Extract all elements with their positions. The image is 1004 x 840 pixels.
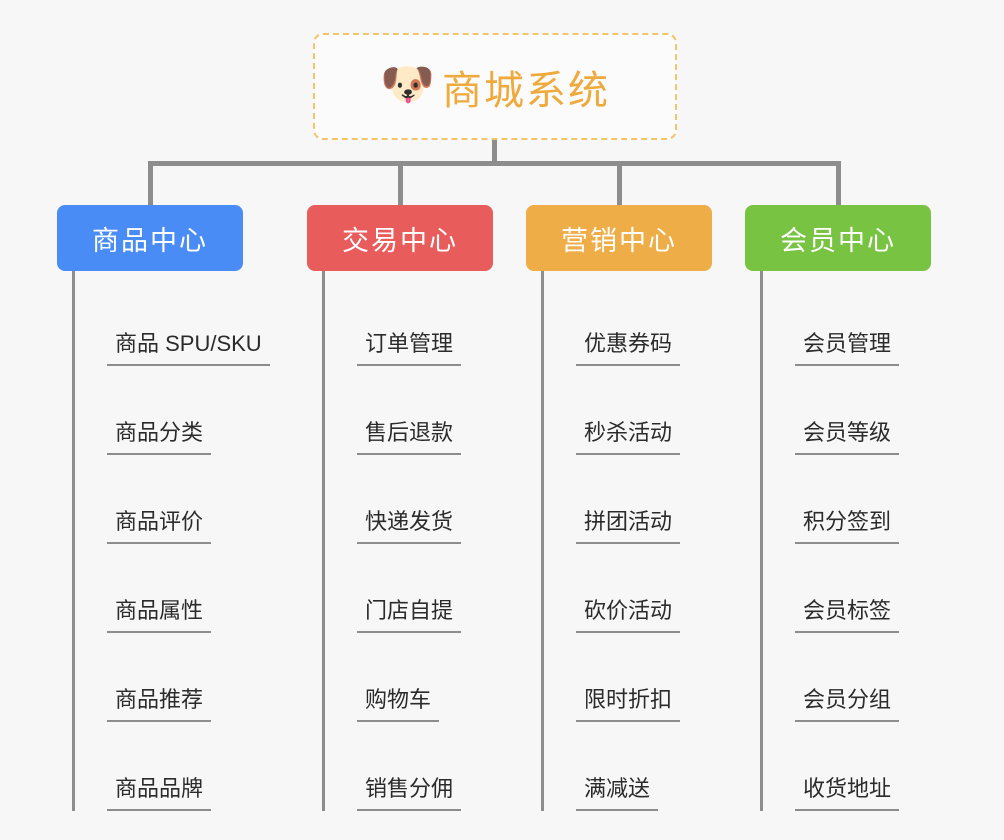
root-stem-connector xyxy=(492,140,497,165)
leaf-list-product-center: 商品 SPU/SKU 商品分类 商品评价 商品属性 商品推荐 商品品牌 xyxy=(72,271,270,811)
leaf-item[interactable]: 优惠券码 xyxy=(544,277,712,366)
branch-header-label: 会员中心 xyxy=(780,225,896,256)
leaf-label: 满减送 xyxy=(576,771,659,811)
leaf-item[interactable]: 售后退款 xyxy=(325,366,493,455)
branch-header-product-center[interactable]: 商品中心 xyxy=(57,205,243,271)
leaf-label: 商品属性 xyxy=(107,593,212,633)
leaf-item[interactable]: 限时折扣 xyxy=(544,633,712,722)
leaf-list-marketing-center: 优惠券码 秒杀活动 拼团活动 砍价活动 限时折扣 满减送 xyxy=(541,271,712,811)
leaf-label: 会员分组 xyxy=(795,682,900,722)
leaf-item[interactable]: 满减送 xyxy=(544,722,712,811)
leaf-item[interactable]: 门店自提 xyxy=(325,544,493,633)
leaf-item[interactable]: 商品 SPU/SKU xyxy=(75,277,270,366)
leaf-item[interactable]: 拼团活动 xyxy=(544,455,712,544)
drop-connector-2 xyxy=(398,161,403,206)
leaf-label: 门店自提 xyxy=(357,593,462,633)
branch-header-marketing-center[interactable]: 营销中心 xyxy=(526,205,712,271)
leaf-label: 订单管理 xyxy=(357,326,462,366)
drop-connector-4 xyxy=(836,161,841,206)
leaf-list-trade-center: 订单管理 售后退款 快递发货 门店自提 购物车 销售分佣 xyxy=(322,271,493,811)
branch-member-center: 会员中心 会员管理 会员等级 积分签到 会员标签 会员分组 收货地址 xyxy=(745,205,931,811)
leaf-label: 会员管理 xyxy=(795,326,900,366)
branch-header-trade-center[interactable]: 交易中心 xyxy=(307,205,493,271)
leaf-item[interactable]: 商品属性 xyxy=(75,544,243,633)
leaf-label: 限时折扣 xyxy=(576,682,681,722)
branch-marketing-center: 营销中心 优惠券码 秒杀活动 拼团活动 砍价活动 限时折扣 满减送 xyxy=(526,205,712,811)
leaf-label: 秒杀活动 xyxy=(576,415,681,455)
branch-header-label: 营销中心 xyxy=(561,225,677,256)
leaf-label: 快递发货 xyxy=(357,504,462,544)
leaf-label: 积分签到 xyxy=(795,504,900,544)
drop-connector-3 xyxy=(617,161,622,206)
branch-trade-center: 交易中心 订单管理 售后退款 快递发货 门店自提 购物车 销售分佣 xyxy=(307,205,493,811)
leaf-label: 销售分佣 xyxy=(357,771,462,811)
leaf-item[interactable]: 积分签到 xyxy=(763,455,931,544)
leaf-item[interactable]: 销售分佣 xyxy=(325,722,493,811)
leaf-item[interactable]: 会员标签 xyxy=(763,544,931,633)
horizontal-bus-connector xyxy=(148,161,838,166)
dog-face-icon: 🐶 xyxy=(380,59,435,109)
leaf-label: 商品 SPU/SKU xyxy=(107,326,270,366)
leaf-item[interactable]: 商品分类 xyxy=(75,366,243,455)
leaf-label: 售后退款 xyxy=(357,415,462,455)
leaf-item[interactable]: 秒杀活动 xyxy=(544,366,712,455)
leaf-item[interactable]: 订单管理 xyxy=(325,277,493,366)
leaf-item[interactable]: 商品推荐 xyxy=(75,633,243,722)
leaf-label: 拼团活动 xyxy=(576,504,681,544)
leaf-label: 优惠券码 xyxy=(576,326,681,366)
leaf-item[interactable]: 会员管理 xyxy=(763,277,931,366)
leaf-item[interactable]: 快递发货 xyxy=(325,455,493,544)
leaf-item[interactable]: 收货地址 xyxy=(763,722,931,811)
leaf-item[interactable]: 商品评价 xyxy=(75,455,243,544)
root-node[interactable]: 🐶 商城系统 xyxy=(313,33,677,140)
branch-header-label: 交易中心 xyxy=(342,225,458,256)
leaf-label: 砍价活动 xyxy=(576,593,681,633)
branch-header-member-center[interactable]: 会员中心 xyxy=(745,205,931,271)
branch-product-center: 商品中心 商品 SPU/SKU 商品分类 商品评价 商品属性 商品推荐 商品品牌 xyxy=(57,205,270,811)
leaf-label: 商品品牌 xyxy=(107,771,212,811)
leaf-item[interactable]: 会员等级 xyxy=(763,366,931,455)
leaf-item[interactable]: 会员分组 xyxy=(763,633,931,722)
leaf-label: 商品评价 xyxy=(107,504,212,544)
leaf-item[interactable]: 砍价活动 xyxy=(544,544,712,633)
leaf-item[interactable]: 购物车 xyxy=(325,633,493,722)
root-title: 商城系统 xyxy=(442,68,610,113)
leaf-label: 会员等级 xyxy=(795,415,900,455)
leaf-label: 购物车 xyxy=(357,682,440,722)
leaf-label: 收货地址 xyxy=(795,771,900,811)
branch-header-label: 商品中心 xyxy=(92,225,208,256)
drop-connector-1 xyxy=(148,161,153,206)
leaf-item[interactable]: 商品品牌 xyxy=(75,722,243,811)
leaf-list-member-center: 会员管理 会员等级 积分签到 会员标签 会员分组 收货地址 xyxy=(760,271,931,811)
leaf-label: 商品分类 xyxy=(107,415,212,455)
leaf-label: 商品推荐 xyxy=(107,682,212,722)
leaf-label: 会员标签 xyxy=(795,593,900,633)
